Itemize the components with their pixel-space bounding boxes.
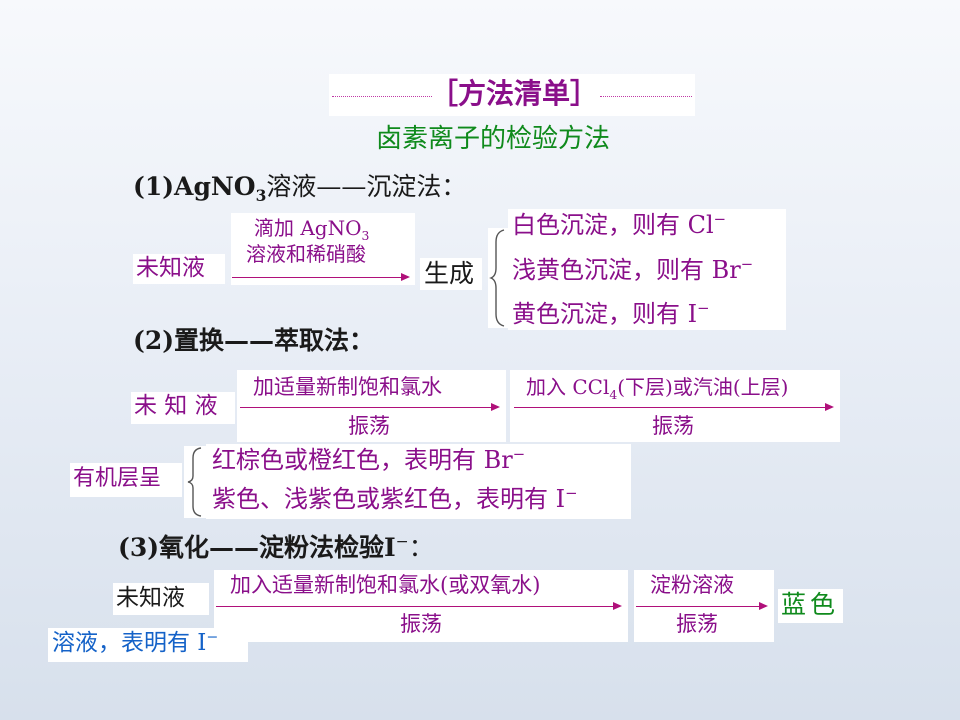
s2-step2-reagent: 加入 CCl4(下层)或汽油(上层) [526,375,789,402]
s2-unknown-box [131,392,235,424]
s1-arrow [232,273,410,281]
page-title: 卤素离子的检验方法 [376,124,611,154]
s1-reagent-box [231,213,415,285]
section3-heading: (3)氧化——淀粉法检验I−： [118,532,434,562]
s2-step2-shake: 振荡 [652,414,694,438]
s1-reagent-line2: 溶液和稀硝酸 [246,242,366,266]
s2-step1-shake: 振荡 [348,414,390,438]
s2-unknown-liquid: 未 知 液 [134,393,218,419]
s2-left-brace [187,447,202,517]
s3-step1-reagent: 加入适量新制饱和氯水(或双氧水) [230,573,541,597]
s3-color-box [778,589,843,623]
s3-unknown-box [113,583,209,615]
s1-unknown-box [133,254,225,284]
s1-result-iodide: 黄色沉淀，则有 I− [512,299,710,328]
s3-blue-color-result: 蓝色 [781,590,840,619]
s2-organic-layer-label: 有机层呈 [73,466,162,491]
s1-result-bromide: 浅黄色沉淀，则有 Br− [512,255,754,284]
header-tag-box [329,74,695,116]
s3-step2-shake: 振荡 [676,612,718,636]
method-list-tag: ［方法清单］ [430,77,599,110]
s3-unknown-liquid: 未知液 [116,585,185,611]
s3-step1-shake: 振荡 [400,612,442,636]
s2-results-box [206,444,631,519]
s3-step2-reagent: 淀粉溶液 [650,573,734,597]
s1-brace-box [488,228,508,328]
s1-generate: 生成 [424,259,475,288]
s3-conclusion-box [48,628,248,662]
s1-reagent-line1: 滴加 AgNO3 [254,216,370,243]
s2-step1-reagent: 加适量新制饱和氯水 [253,375,442,399]
s3-arrow1 [216,602,622,610]
s3-conclusion: 溶液，表明有 I− [52,629,219,656]
section1-heading: (1)AgNO3溶液——沉淀法： [133,172,467,205]
s2-step1-box [237,370,506,442]
header-dotline-right [600,96,692,97]
s1-unknown-liquid: 未知液 [136,255,205,281]
s2-arrow1 [240,403,500,411]
s2-arrow2 [514,403,834,411]
s3-arrow2 [636,602,768,610]
s1-result-chloride: 白色沉淀，则有 Cl− [512,210,727,239]
section2-heading: (2)置换——萃取法： [133,326,375,355]
s1-generate-box [420,258,482,290]
s1-results-box [508,209,786,330]
s2-layer-box [70,463,182,497]
s2-brace-box [184,446,206,518]
s1-left-brace [489,229,505,327]
s2-result-iodine: 紫色、浅紫色或紫红色，表明有 I− [212,484,578,513]
s2-step2-box [510,370,840,442]
s2-result-bromine: 红棕色或橙红色，表明有 Br− [212,445,526,474]
header-dotline-left [332,96,432,97]
